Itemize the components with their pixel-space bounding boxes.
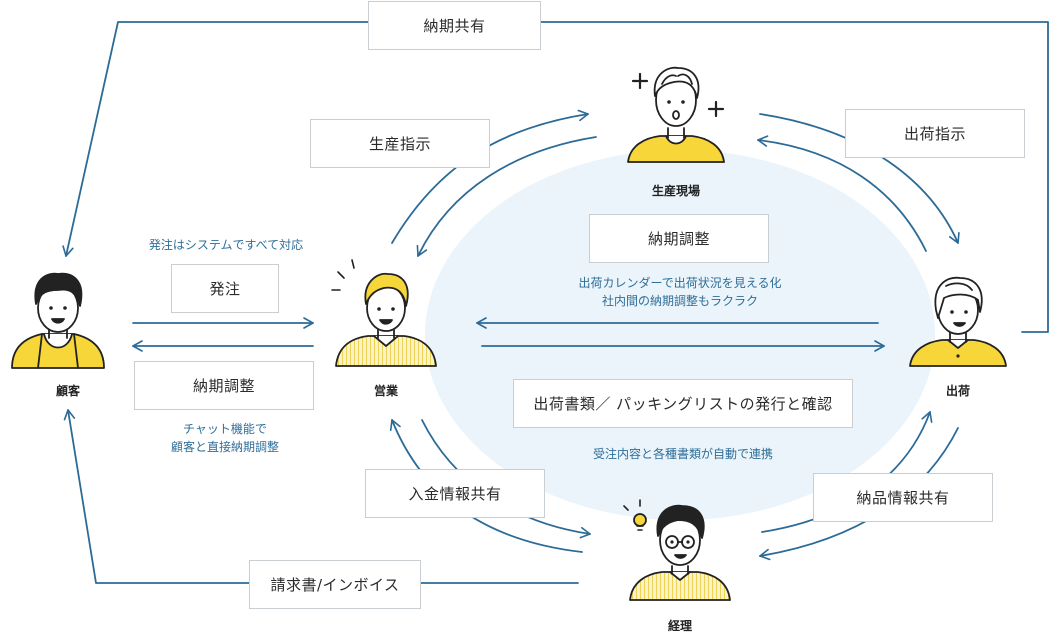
role-accounting: 経理 <box>667 619 692 633</box>
delivery-adjust-customer-box: 納期調整 <box>134 361 314 410</box>
note-chat-line1: チャット機能で <box>183 422 267 436</box>
role-shipping: 出荷 <box>945 384 970 398</box>
shipping-instruction-box: 出荷指示 <box>845 109 1025 158</box>
arrow-production-to-shipping <box>759 113 960 244</box>
production-instruction-box: 生産指示 <box>310 119 490 168</box>
sales-figure <box>331 259 437 367</box>
arrow-production-to-sales <box>416 136 597 257</box>
role-sales: 営業 <box>373 384 398 398</box>
role-customer: 顧客 <box>55 384 80 398</box>
customer-figure <box>11 272 105 369</box>
shipping-figure <box>909 276 1007 367</box>
delivery-adjust-center-box: 納期調整 <box>589 214 769 263</box>
payment-share-box: 入金情報共有 <box>365 469 545 518</box>
note-calendar-line1: 出荷カレンダーで出荷状況を見える化 <box>578 276 782 290</box>
delivery-info-share-box: 納品情報共有 <box>813 473 993 522</box>
arrow-delivery-share <box>62 21 1049 333</box>
production-figure <box>627 66 725 163</box>
note-order-system: 発注はシステムですべて対応 <box>148 238 304 252</box>
arrow-shipping-to-production <box>757 135 927 252</box>
note-auto-link: 受注内容と各種書類が自動で連携 <box>592 447 773 461</box>
note-calendar-line2: 社内間の納期調整もラクラク <box>601 294 758 308</box>
center-area <box>425 150 935 520</box>
accounting-figure <box>623 499 731 601</box>
role-production: 生産現場 <box>651 184 700 198</box>
documents-box: 出荷書類／ パッキングリストの発行と確認 <box>513 379 853 428</box>
note-chat-line2: 顧客と直接納期調整 <box>170 440 279 454</box>
invoice-box: 請求書/インボイス <box>249 560 421 609</box>
delivery-share-box: 納期共有 <box>368 1 541 50</box>
order-box: 発注 <box>171 264 279 313</box>
